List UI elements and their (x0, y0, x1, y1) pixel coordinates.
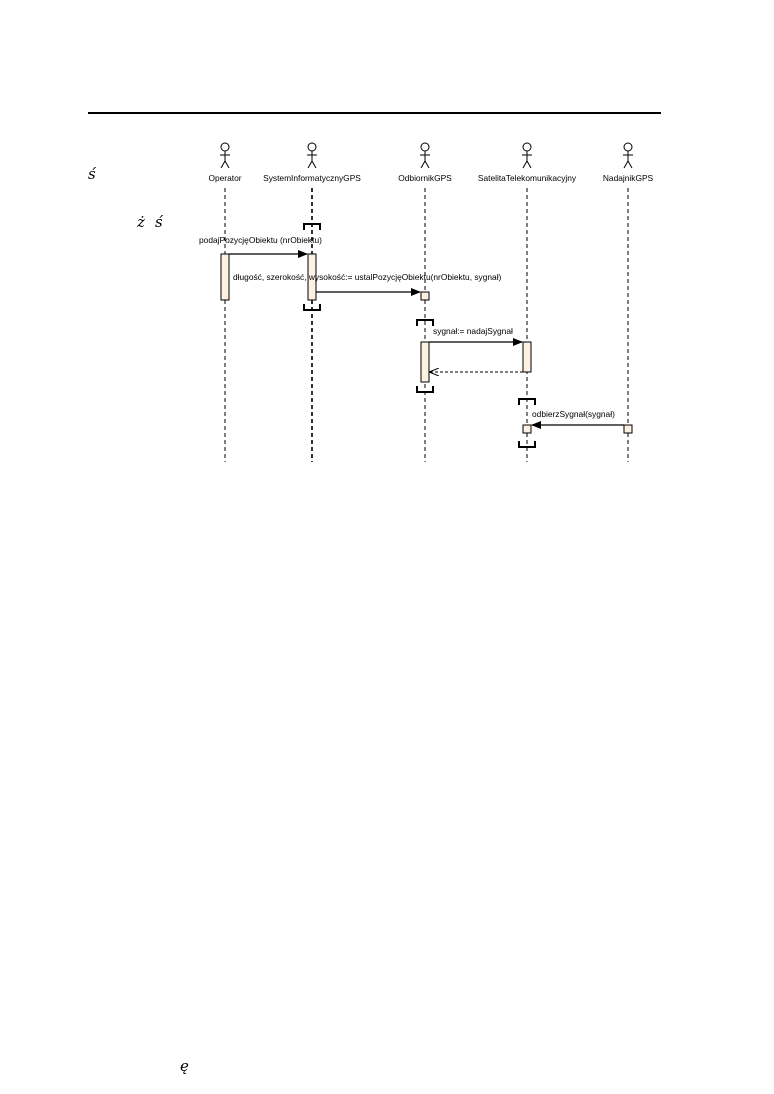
actor-label: Operator (208, 173, 241, 183)
header-rule (88, 112, 661, 114)
message-label: odbierzSygnał(sygnał) (532, 409, 615, 419)
activation-bar (420, 291, 430, 301)
actor-label: SystemInformatycznyGPS (263, 173, 361, 183)
focus-bracket-bottom (303, 304, 321, 311)
activation-bar (420, 341, 430, 383)
message-label: długość, szerokość, wysokość:= ustalPozy… (233, 272, 502, 282)
actor-label: NadajnikGPS (603, 173, 654, 183)
activation-bar (220, 253, 230, 301)
focus-bracket-bottom (416, 386, 434, 393)
actor-icon (220, 142, 230, 169)
focus-bracket-top (303, 223, 321, 230)
actor-label: OdbiornikGPS (398, 173, 452, 183)
focus-bracket-bottom (518, 441, 536, 448)
activation-bar (307, 253, 317, 301)
actor-icon (623, 142, 633, 169)
actor-icon (420, 142, 430, 169)
message-label: podajPozycjęObiektu (nrObiektu) (199, 235, 322, 245)
activation-bar (623, 424, 633, 434)
actor-icon (307, 142, 317, 169)
footer-glyph: ę (180, 1057, 189, 1075)
actor-icon (522, 142, 532, 169)
margin-glyph: ż (137, 213, 145, 231)
margin-glyph: ś (155, 213, 163, 231)
activation-bar (522, 424, 532, 434)
focus-bracket-top (416, 319, 434, 326)
actor-label: SatelitaTelekomunikacyjny (478, 173, 577, 183)
margin-glyph: ś (88, 165, 96, 183)
message-label: sygnał:= nadajSygnał (433, 326, 513, 336)
activation-bar (522, 341, 532, 373)
focus-bracket-top (518, 398, 536, 405)
